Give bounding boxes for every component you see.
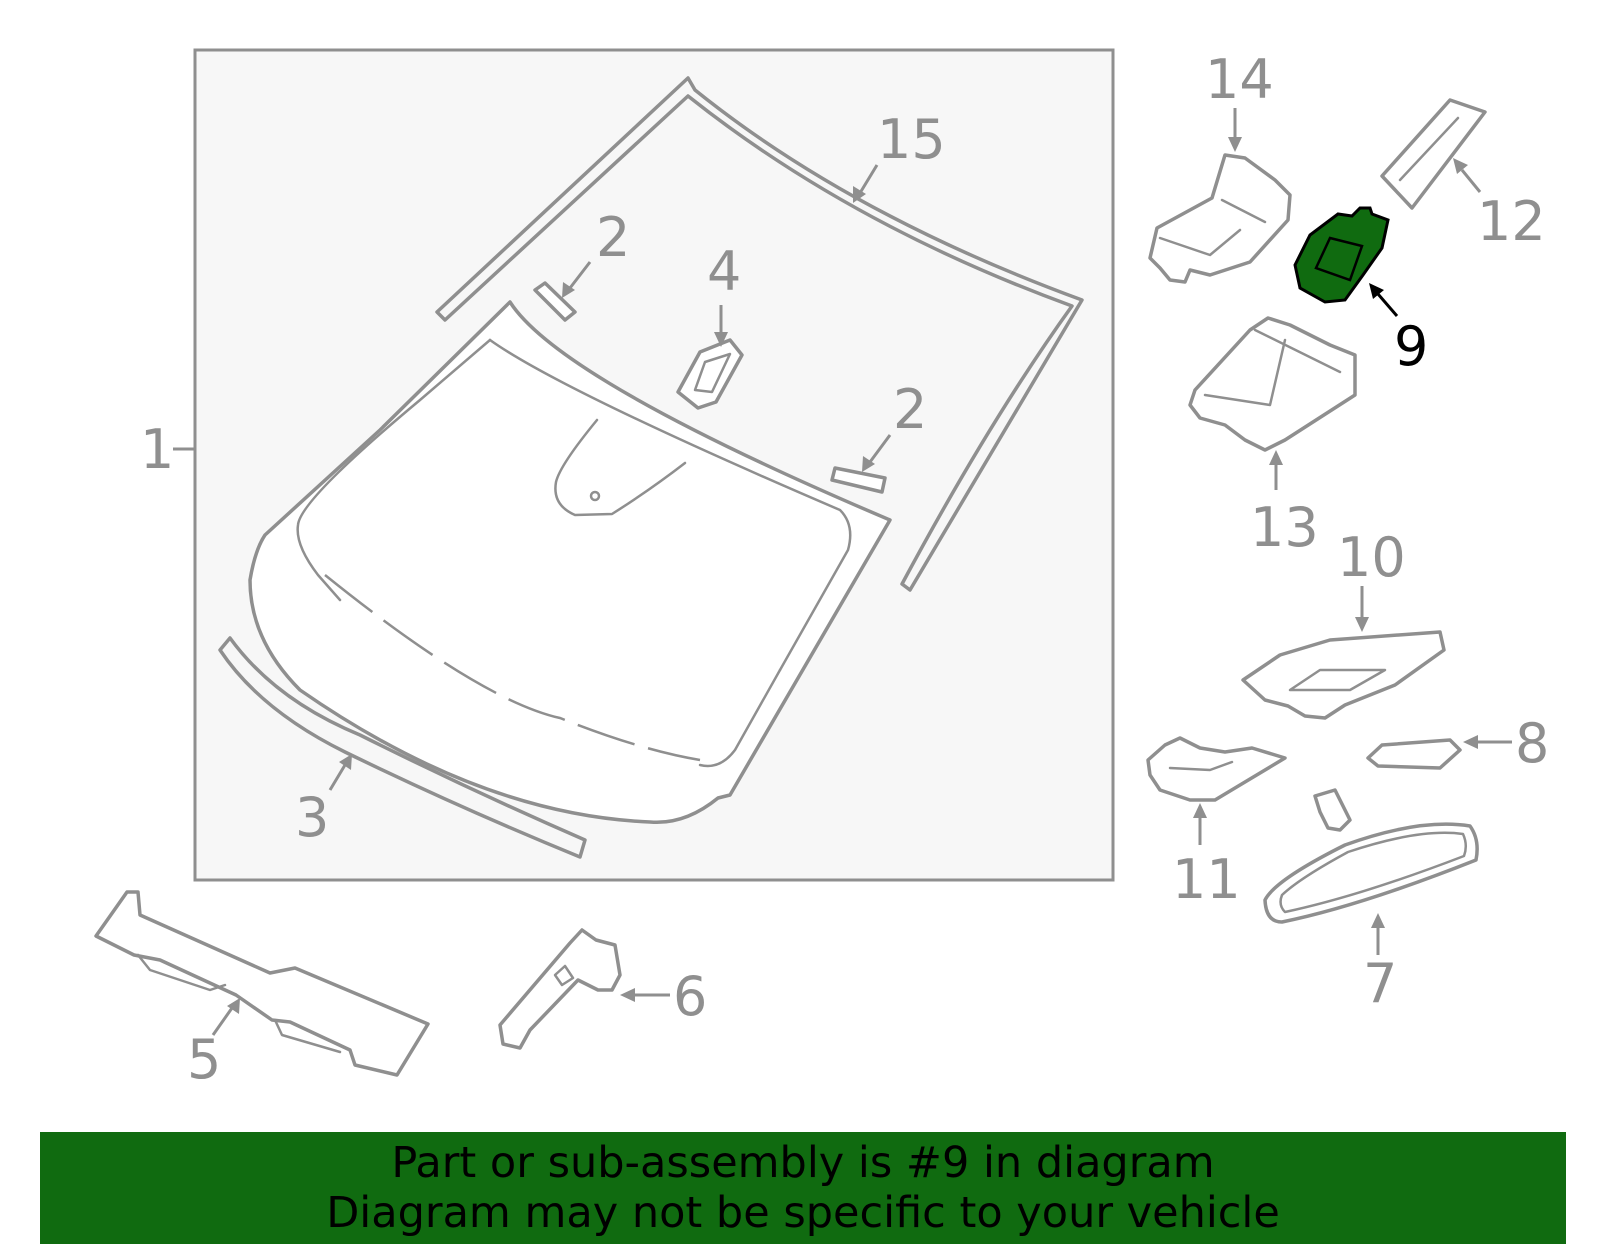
part-7-mirror bbox=[1263, 788, 1479, 924]
info-banner: Part or sub-assembly is #9 in diagram Di… bbox=[40, 1132, 1566, 1244]
part-12-strip bbox=[1380, 98, 1487, 210]
callout-4: 4 bbox=[707, 240, 741, 303]
banner-line-2: Diagram may not be specific to your vehi… bbox=[326, 1188, 1280, 1238]
callout-14: 14 bbox=[1205, 48, 1274, 111]
callout-13: 13 bbox=[1250, 496, 1319, 559]
banner-line-1: Part or sub-assembly is #9 in diagram bbox=[391, 1138, 1215, 1188]
callout-2-upper: 2 bbox=[596, 206, 630, 269]
callout-15: 15 bbox=[877, 108, 946, 171]
part-2-clip-upper bbox=[533, 281, 577, 322]
part-5-cowl bbox=[94, 890, 430, 1077]
callout-12: 12 bbox=[1477, 190, 1546, 253]
part-14-housing bbox=[1148, 153, 1292, 284]
part-9-camera-module bbox=[1293, 206, 1390, 304]
leader-lines bbox=[173, 108, 1512, 1036]
part-11-lower-cover bbox=[1146, 736, 1287, 802]
callout-10: 10 bbox=[1337, 526, 1406, 589]
part-8-clip bbox=[1366, 738, 1462, 770]
part-2-clip-lower bbox=[830, 466, 887, 494]
part-15-moulding bbox=[435, 76, 1084, 592]
part-4-bracket bbox=[676, 338, 744, 410]
callout-2-lower: 2 bbox=[893, 378, 927, 441]
callout-8: 8 bbox=[1515, 712, 1549, 775]
callout-5: 5 bbox=[187, 1028, 221, 1091]
callout-9: 9 bbox=[1394, 315, 1428, 378]
callout-11: 11 bbox=[1172, 848, 1241, 911]
callout-1: 1 bbox=[140, 418, 174, 481]
part-6-bracket bbox=[498, 928, 622, 1050]
callout-3: 3 bbox=[295, 786, 329, 849]
callout-7: 7 bbox=[1363, 952, 1397, 1015]
part-3-lower-moulding bbox=[218, 636, 587, 859]
part-1-windshield bbox=[248, 300, 892, 825]
part-13-bracket bbox=[1188, 316, 1357, 452]
part-10-cover bbox=[1241, 630, 1446, 720]
callout-6: 6 bbox=[673, 965, 707, 1028]
